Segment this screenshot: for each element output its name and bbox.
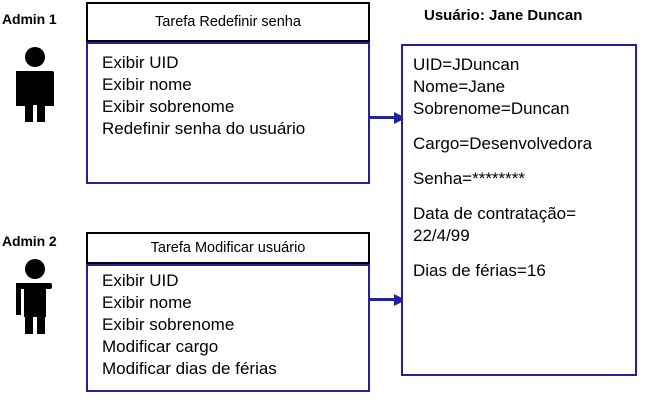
object-attribute-spacer	[413, 190, 635, 203]
task-step: Exibir UID	[102, 271, 179, 290]
task-step: Exibir sobrenome	[102, 315, 235, 334]
task-title-text: Tarefa Modificar usuário	[150, 239, 306, 256]
object-attribute: Sobrenome=Duncan	[413, 99, 570, 118]
actor-label-admin-1: Admin 1	[2, 11, 57, 27]
object-attribute: Senha=********	[413, 169, 526, 188]
task-header-modificar-usuario: Tarefa Modificar usuário	[86, 232, 370, 264]
task-header-redefinir-senha: Tarefa Redefinir senha	[86, 2, 370, 42]
task-body-modificar-usuario: Exibir UID Exibir nome Exibir sobrenome …	[86, 264, 370, 392]
object-title-usuario: Usuário: Jane Duncan	[424, 7, 583, 24]
task-step: Exibir nome	[102, 293, 192, 312]
object-attribute: Data de contratação=	[413, 204, 577, 223]
person-icon	[12, 46, 58, 122]
object-attribute: Cargo=Desenvolvedora	[413, 134, 593, 153]
task-step: Exibir nome	[102, 75, 192, 94]
object-attribute: Dias de férias=16	[413, 261, 546, 280]
task-box-redefinir-senha[interactable]: Tarefa Redefinir senha Exibir UID Exibir…	[86, 2, 370, 184]
object-attribute: UID=JDuncan	[413, 55, 520, 74]
object-box-usuario[interactable]: UID=JDuncan Nome=Jane Sobrenome=Duncan C…	[401, 44, 637, 376]
actor-label-admin-2: Admin 2	[2, 233, 57, 249]
object-attribute: 22/4/99	[413, 226, 470, 245]
task-title-text: Tarefa Redefinir senha	[155, 13, 301, 30]
person-icon	[12, 258, 58, 334]
object-attribute-spacer	[413, 247, 635, 260]
object-attribute: Nome=Jane	[413, 77, 506, 96]
task-step: Modificar dias de férias	[102, 359, 277, 378]
task-step: Modificar cargo	[102, 337, 219, 356]
task-step: Exibir sobrenome	[102, 97, 235, 116]
task-step: Exibir UID	[102, 53, 179, 72]
task-step: Redefinir senha do usuário	[102, 119, 306, 138]
object-attribute-spacer	[413, 155, 635, 168]
object-attribute-spacer	[413, 120, 635, 133]
task-body-redefinir-senha: Exibir UID Exibir nome Exibir sobrenome …	[86, 42, 370, 184]
task-box-modificar-usuario[interactable]: Tarefa Modificar usuário Exibir UID Exib…	[86, 232, 370, 392]
